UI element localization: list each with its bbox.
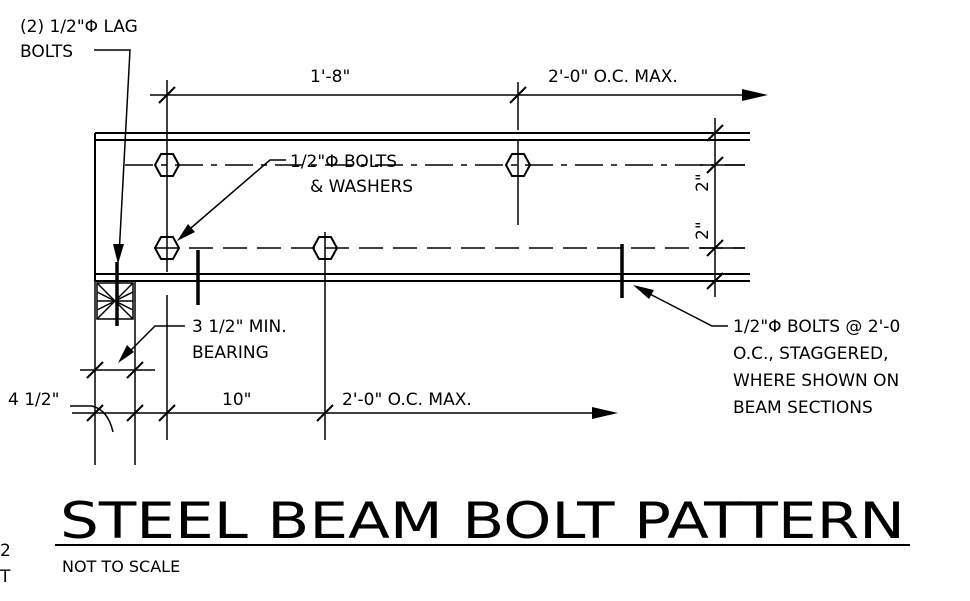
- steel-beam: [94, 132, 750, 282]
- bolt-centerlines: [125, 140, 745, 272]
- section-bolts: [196, 244, 624, 305]
- note-label-line1: 1/2"Φ BOLTS @ 2'-0: [733, 317, 900, 337]
- dim-top-first-label: 1'-8": [310, 67, 350, 87]
- hex-bolt-bottom-center: [311, 236, 339, 260]
- side-glyph-2: T: [0, 567, 11, 587]
- bottom-dimension: [70, 272, 618, 440]
- side-glyph-1: 2: [0, 541, 11, 561]
- hex-bolt-bottom-left: [153, 236, 181, 260]
- note-label-line3: WHERE SHOWN ON: [733, 371, 899, 391]
- dim-left-label: 4 1/2": [8, 390, 59, 410]
- bolts-washers-label-line1: 1/2"Φ BOLTS: [290, 152, 397, 172]
- bearing-label-line2: BEARING: [192, 343, 269, 363]
- dim-vert-upper-label: 2": [693, 173, 713, 192]
- hex-bolt-top-right: [504, 153, 532, 177]
- hex-bolt-top-left: [153, 153, 181, 177]
- bearing-support: [94, 281, 136, 465]
- drawing-subtitle: NOT TO SCALE: [62, 557, 180, 576]
- dim-bottom-first-label: 10": [222, 390, 251, 410]
- note-label-line4: BEAM SECTIONS: [733, 398, 873, 418]
- bearing-dimension: [80, 325, 185, 379]
- right-vertical-dimension: [700, 118, 745, 297]
- lag-bolts-label-line2: BOLTS: [20, 42, 73, 62]
- bearing-label-line1: 3 1/2" MIN.: [192, 317, 287, 337]
- bolts-washers-label-line2: & WASHERS: [310, 177, 413, 197]
- dim-top-spacing-label: 2'-0" O.C. MAX.: [548, 67, 678, 87]
- lag-bolts-leader: [94, 49, 131, 264]
- top-dimension: [150, 80, 768, 150]
- dim-vert-lower-label: 2": [693, 221, 713, 240]
- note-label-line2: O.C., STAGGERED,: [733, 344, 889, 364]
- bolts-washers-leader: [177, 159, 286, 241]
- drawing-title: STEEL BEAM BOLT PATTERN: [60, 492, 905, 550]
- staggered-bolts-leader: [633, 285, 728, 327]
- dim-bottom-spacing-label: 2'-0" O.C. MAX.: [342, 390, 472, 410]
- lag-bolts-label-line1: (2) 1/2"Φ LAG: [20, 17, 138, 37]
